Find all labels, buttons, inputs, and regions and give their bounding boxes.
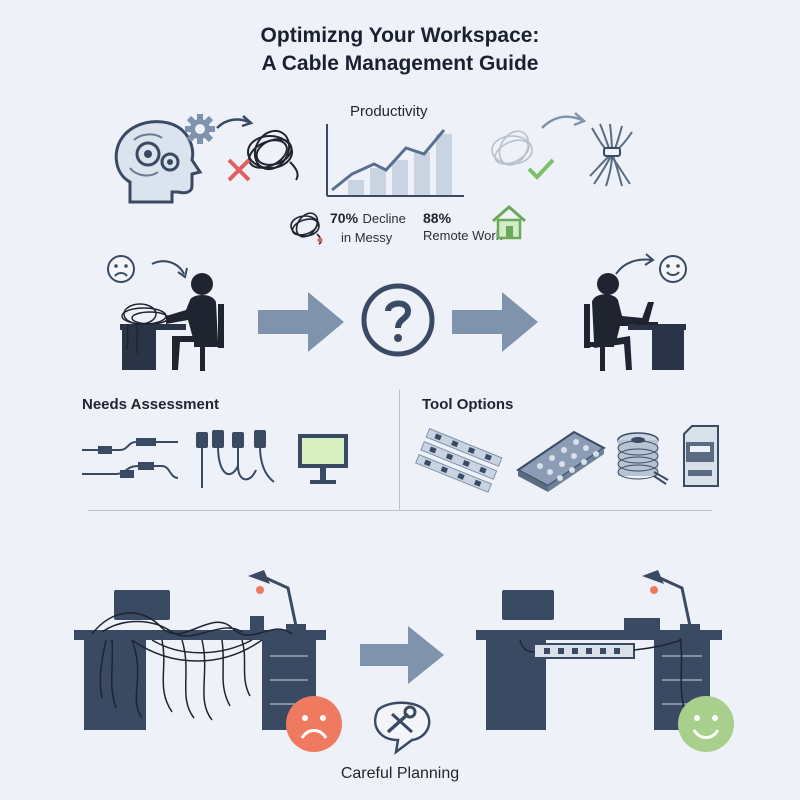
page-title: Optimizng Your Workspace: A Cable Manage… [0, 22, 800, 78]
stat-remote: 88% Remote Work [423, 210, 502, 244]
productivity-chart-icon [326, 124, 464, 197]
bundled-cable-icon [589, 123, 633, 187]
desk-lamp-icon [248, 570, 306, 630]
stat-messy-value: 70% [330, 210, 359, 226]
gear-icon [185, 114, 215, 144]
stat-messy-text-1: Decline [362, 211, 406, 226]
messy-cable-icon [290, 212, 323, 245]
arrow-curve-icon [541, 112, 587, 129]
stat-remote-text: Remote Work [423, 228, 503, 243]
stat-messy: 70% Decline in Messy [330, 210, 406, 246]
stat-messy-text-2: in Messy [341, 230, 393, 245]
happy-face-icon [678, 696, 734, 752]
title-line-1: Optimizng Your Workspace: [260, 24, 540, 47]
question-icon [361, 283, 435, 357]
arrow-curve-icon [216, 115, 254, 129]
arrow-curve-icon [151, 260, 188, 279]
monitor-icon [298, 434, 348, 484]
stat-remote-value: 88% [423, 210, 452, 226]
messy-desk-icon [74, 590, 326, 730]
cable-ties-icon [415, 428, 503, 493]
person-tidy-desk-icon [584, 273, 686, 371]
loose-cable-icon [491, 130, 533, 166]
title-line-2: A Cable Management Guide [261, 52, 539, 75]
home-icon [492, 205, 526, 240]
desk-lamp-icon [642, 570, 700, 630]
head-gears-icon [114, 120, 203, 204]
tangled-cable-icon [247, 129, 299, 181]
arrow-right-icon [258, 292, 344, 352]
section-divider-vertical [399, 390, 400, 510]
section-divider-horizontal [88, 510, 712, 511]
tool-options-label: Tool Options [422, 396, 514, 413]
happy-face-icon [659, 255, 687, 283]
arrow-curve-icon [615, 253, 655, 275]
careful-planning-label: Careful Planning [340, 765, 460, 782]
tools-bubble-icon [373, 701, 431, 755]
cable-tray-icon [516, 430, 606, 492]
person-messy-desk-icon [120, 273, 224, 371]
cross-icon [227, 158, 251, 182]
cable-clips-pack-icon [683, 425, 719, 487]
check-icon [527, 158, 555, 180]
needs-assessment-label: Needs Assessment [82, 396, 220, 413]
usb-cables-icon [82, 438, 179, 479]
arrow-right-icon [360, 626, 444, 684]
arrow-right-icon [452, 292, 538, 352]
sad-face-icon [286, 696, 342, 752]
velcro-roll-icon [617, 432, 669, 485]
productivity-label: Productivity [350, 103, 428, 120]
sad-face-icon [107, 255, 135, 283]
power-cables-icon [196, 430, 275, 488]
